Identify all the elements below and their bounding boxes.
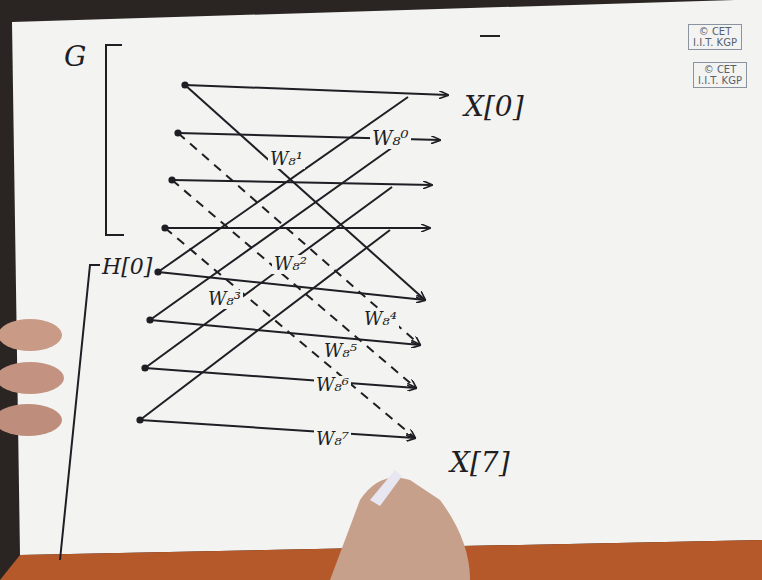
- signal-name: G: [62, 42, 88, 71]
- watermark: © CET I.I.T. KGP: [688, 24, 742, 50]
- hand: [330, 478, 470, 580]
- finger: [0, 319, 62, 351]
- output-label: X[7]: [448, 448, 512, 477]
- pen-mark: [480, 35, 500, 37]
- twiddle-factor: W₈⁴: [362, 310, 399, 329]
- finger: [0, 362, 64, 394]
- signal-line: [140, 230, 390, 420]
- signal-name: H[0]: [100, 255, 154, 278]
- signal-line: [185, 85, 425, 300]
- twiddle-factor: W₈¹: [268, 150, 305, 169]
- signal-line: [185, 85, 448, 95]
- bracket: [60, 265, 104, 560]
- output-label: X[0]: [462, 92, 526, 121]
- signal-line: [150, 142, 400, 320]
- twiddle-factor: W₈⁰: [370, 128, 411, 149]
- signal-line: [145, 187, 392, 368]
- twiddle-factor: W₈⁵: [322, 342, 359, 361]
- watermark: © CET I.I.T. KGP: [693, 62, 747, 88]
- finger: [0, 404, 62, 436]
- signal-line: [172, 180, 416, 388]
- twiddle-factor: W₈⁶: [314, 376, 351, 395]
- twiddle-factor: W₈³: [206, 290, 243, 309]
- signal-line: [165, 228, 415, 438]
- signal-line: [172, 180, 432, 185]
- paper-sheet: [12, 0, 762, 555]
- twiddle-factor: W₈²: [272, 255, 309, 274]
- signal-line: [140, 420, 415, 438]
- signal-line: [165, 227, 430, 229]
- pen: [370, 470, 402, 506]
- twiddle-factor: W₈⁷: [314, 430, 351, 449]
- signal-line: [178, 133, 420, 345]
- bracket: [106, 45, 124, 235]
